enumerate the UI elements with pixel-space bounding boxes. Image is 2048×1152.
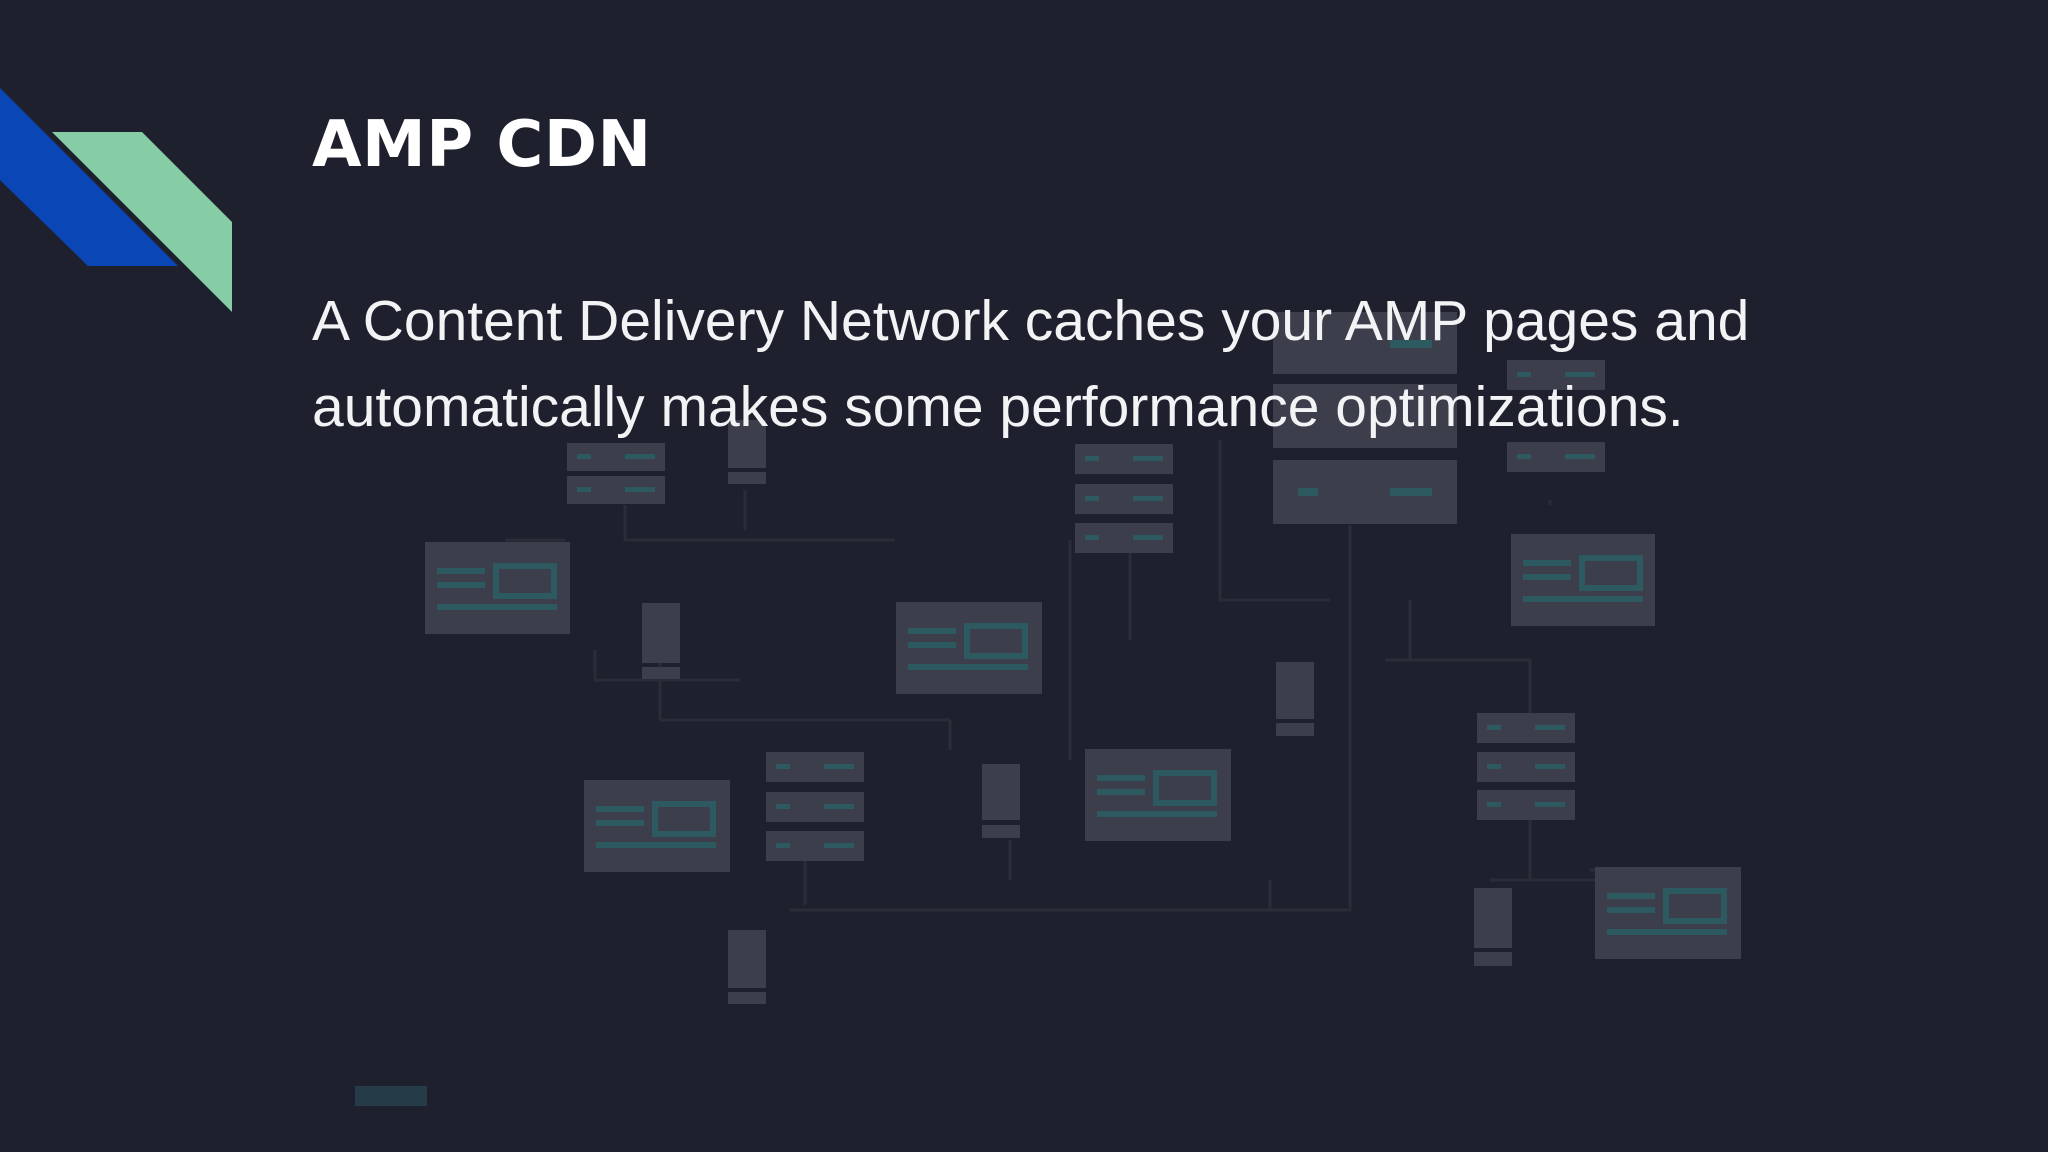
accent-green-stripe — [52, 132, 232, 312]
monitor-2 — [896, 602, 1042, 694]
server-rack-2 — [1075, 444, 1173, 553]
corner-accent-stripes — [0, 88, 232, 312]
slide-body-text: A Content Delivery Network caches your A… — [312, 289, 1750, 439]
server-rack-4 — [1507, 360, 1605, 472]
monitor-5 — [1085, 749, 1231, 841]
phone-devices — [642, 420, 1512, 1004]
monitor-4 — [584, 780, 730, 872]
server-rack-5 — [766, 752, 864, 861]
monitor-3 — [1511, 534, 1655, 626]
server-rack-6 — [1477, 713, 1575, 820]
monitor-6 — [1595, 867, 1741, 959]
connector-lines — [505, 440, 1670, 912]
slide-title: AMP CDN — [312, 108, 652, 182]
monitor-1 — [425, 542, 570, 634]
diagram-blip — [355, 1086, 427, 1106]
server-rack-1 — [567, 443, 665, 504]
accent-blue-stripe — [0, 88, 178, 266]
server-rack-3 — [1273, 312, 1457, 524]
